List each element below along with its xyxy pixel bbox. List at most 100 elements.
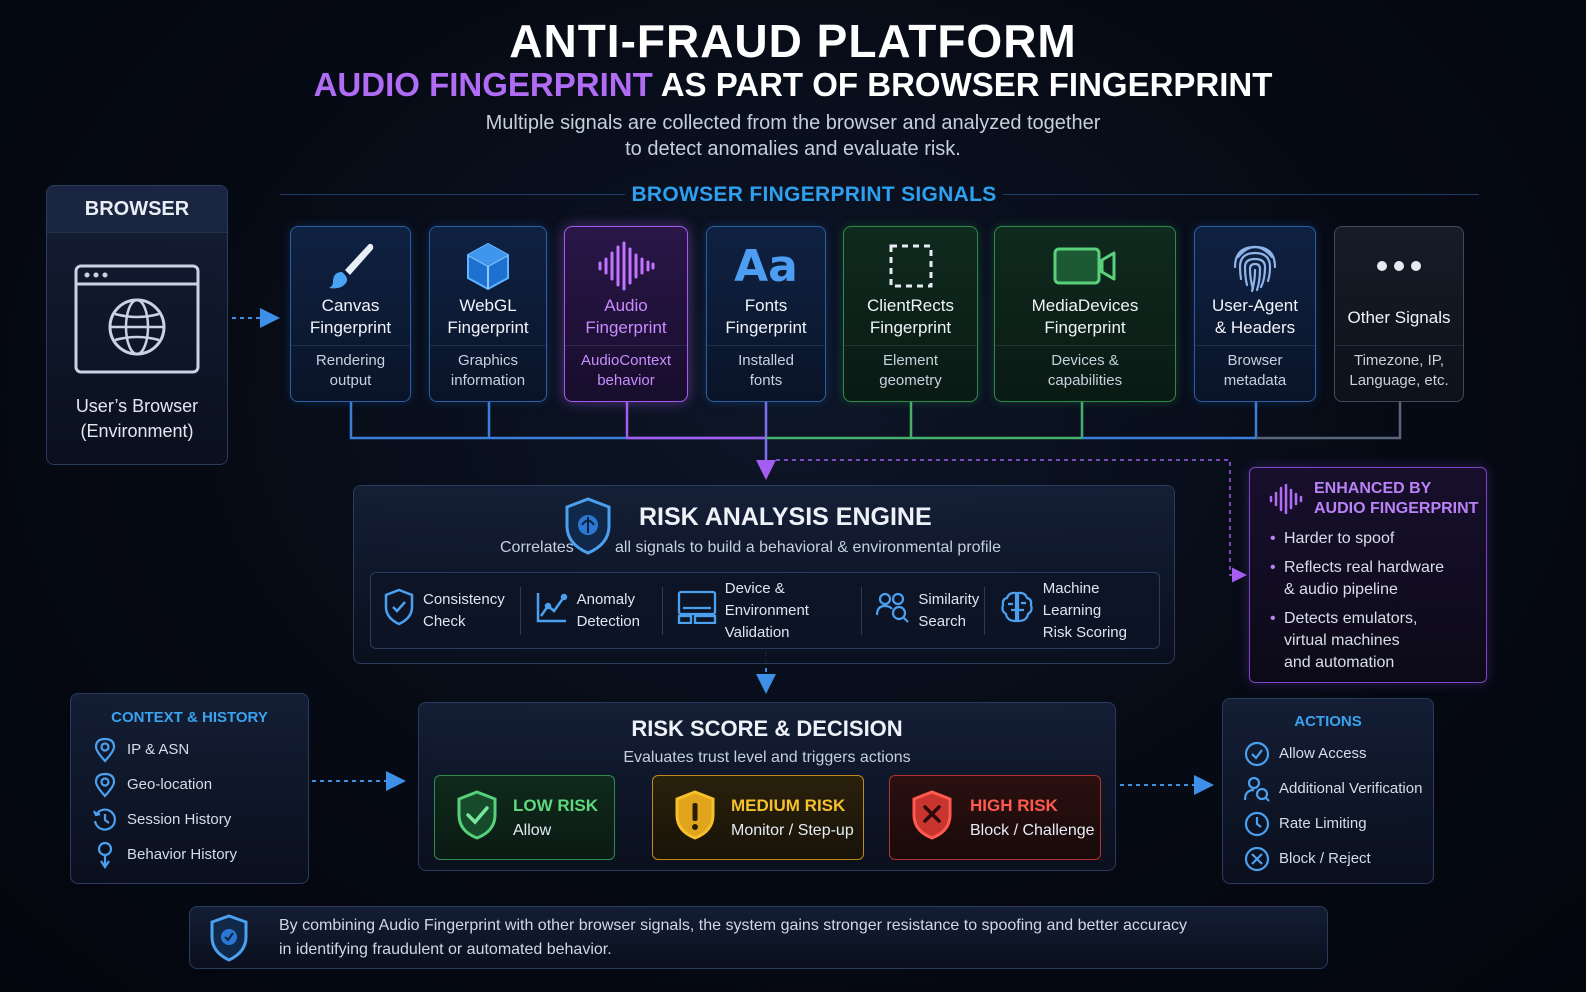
enhanced-item-line: and automation xyxy=(1284,654,1395,671)
feature-line1: Anomaly xyxy=(576,590,635,608)
signal-sub-line1: Browser xyxy=(1227,352,1283,369)
low-risk-action: Allow xyxy=(513,821,552,839)
action-label: Block / Reject xyxy=(1279,850,1371,867)
page-description-line1: Multiple signals are collected from the … xyxy=(485,112,1101,134)
action-additional-verification: Additional Verification xyxy=(1243,771,1433,806)
page-description-line2: to detect anomalies and evaluate risk. xyxy=(625,138,961,160)
signal-name-line2: Fingerprint xyxy=(1044,318,1126,337)
context-item-label: Geo-location xyxy=(127,776,213,793)
shield-x-icon xyxy=(910,789,954,846)
feature-line2: Check xyxy=(423,612,466,630)
shield-check-green-icon xyxy=(455,789,499,846)
action-label: Rate Limiting xyxy=(1279,815,1367,832)
enhanced-audio-panel: ENHANCED BY AUDIO FINGERPRINT Harder to … xyxy=(1249,467,1487,683)
anomaly-chart-icon xyxy=(535,590,569,631)
behavior-icon xyxy=(91,841,119,869)
feature-line2: Detection xyxy=(576,612,640,630)
font-icon: Aa xyxy=(707,235,825,297)
feature-line2: Validation xyxy=(724,623,790,641)
x-circle-icon xyxy=(1243,846,1271,872)
enhanced-item-line: & audio pipeline xyxy=(1284,581,1398,598)
camera-icon xyxy=(995,235,1175,297)
signal-sub-line2: information xyxy=(450,372,526,389)
subtitle-accent: AUDIO FINGERPRINT xyxy=(313,66,653,103)
shield-check-icon xyxy=(383,588,415,633)
cube-icon xyxy=(430,235,546,297)
actions-title: ACTIONS xyxy=(1294,713,1362,730)
action-label: Additional Verification xyxy=(1279,780,1423,797)
signal-sub-line2: metadata xyxy=(1223,372,1287,389)
signal-sub-line2: capabilities xyxy=(1047,372,1123,389)
signal-sub-line1: Element xyxy=(882,352,939,369)
users-search-icon xyxy=(876,591,910,630)
signal-name-line1: MediaDevices xyxy=(1031,296,1139,315)
signal-sub-line1: Rendering xyxy=(315,352,386,369)
signal-name-line2: Fingerprint xyxy=(869,318,952,337)
browser-title: BROWSER xyxy=(84,197,190,220)
context-title: CONTEXT & HISTORY xyxy=(111,709,268,726)
browser-label-line1: User’s Browser xyxy=(75,396,199,416)
context-item-label: IP & ASN xyxy=(127,741,190,758)
medium-risk-label: MEDIUM RISK xyxy=(731,795,846,815)
action-block-reject: Block / Reject xyxy=(1243,841,1433,876)
context-history-panel: CONTEXT & HISTORY IP & ASN Geo-location … xyxy=(70,693,309,884)
signal-sub-line1: Installed xyxy=(738,352,794,369)
signals-section-title: BROWSER FINGERPRINT SIGNALS xyxy=(631,183,997,206)
signal-card-other: Other Signals Timezone, IP, Language, etc… xyxy=(1334,226,1464,402)
signal-sub-line2: fonts xyxy=(749,372,783,389)
signal-name-line1: Audio xyxy=(604,296,648,315)
enhanced-item-line: virtual machines xyxy=(1284,632,1400,649)
actions-panel: ACTIONS Allow Access Additional Verifica… xyxy=(1222,698,1434,884)
fingerprint-icon xyxy=(1195,235,1315,297)
signal-name-line1: Other Signals xyxy=(1347,308,1451,327)
signal-sub-line1: Timezone, IP, xyxy=(1353,352,1445,369)
engine-title: RISK ANALYSIS ENGINE xyxy=(639,503,932,531)
font-icon-glyph: Aa xyxy=(734,240,798,292)
risk-analysis-engine-panel: RISK ANALYSIS ENGINE Correlates all sign… xyxy=(353,485,1175,664)
section-divider-left xyxy=(280,194,625,195)
action-allow-access: Allow Access xyxy=(1243,736,1433,771)
signal-sub-line2: Language, etc. xyxy=(1349,372,1449,389)
feature-line1: Machine Learning xyxy=(1042,579,1102,619)
brush-icon xyxy=(291,235,410,297)
action-rate-limiting: Rate Limiting xyxy=(1243,806,1433,841)
low-risk-label: LOW RISK xyxy=(513,795,598,815)
enhanced-item-line: Detects emulators, xyxy=(1284,610,1418,627)
enhanced-item: Reflects real hardware& audio pipeline xyxy=(1268,557,1478,601)
signal-name-line2: Fingerprint xyxy=(725,318,807,337)
brain-icon xyxy=(999,589,1035,632)
section-divider-right xyxy=(1003,194,1479,195)
page-title: ANTI-FRAUD PLATFORM xyxy=(509,15,1077,67)
context-item-label: Behavior History xyxy=(127,846,238,863)
action-label: Allow Access xyxy=(1279,745,1367,762)
enhanced-item-line: Harder to spoof xyxy=(1284,530,1395,547)
feature-line1: Consistency xyxy=(423,590,505,608)
high-risk-box: HIGH RISK Block / Challenge xyxy=(889,775,1101,860)
signal-name-line2: Fingerprint xyxy=(447,318,529,337)
feature-line1: Similarity xyxy=(918,590,980,608)
page-subtitle: AUDIO FINGERPRINT AS PART OF BROWSER FIN… xyxy=(0,66,1586,104)
enhanced-item: Harder to spoof xyxy=(1268,528,1478,550)
feature-line1: Device & Environment xyxy=(724,579,809,619)
location-icon xyxy=(91,772,119,798)
high-risk-label: HIGH RISK xyxy=(970,795,1058,815)
clock-icon xyxy=(1243,811,1271,837)
low-risk-box: LOW RISK Allow xyxy=(434,775,615,860)
signal-name-line1: User-Agent xyxy=(1212,296,1298,315)
signal-sub-line2: geometry xyxy=(879,372,942,389)
high-risk-action: Block / Challenge xyxy=(970,821,1095,839)
shield-brain-icon xyxy=(563,496,613,561)
browser-window-icon xyxy=(74,264,200,379)
signal-sub-line2: behavior xyxy=(597,372,655,389)
shield-warning-icon xyxy=(673,789,717,846)
context-item-label: Session History xyxy=(127,811,232,828)
footer-summary-panel: By combining Audio Fingerprint with othe… xyxy=(189,906,1328,969)
